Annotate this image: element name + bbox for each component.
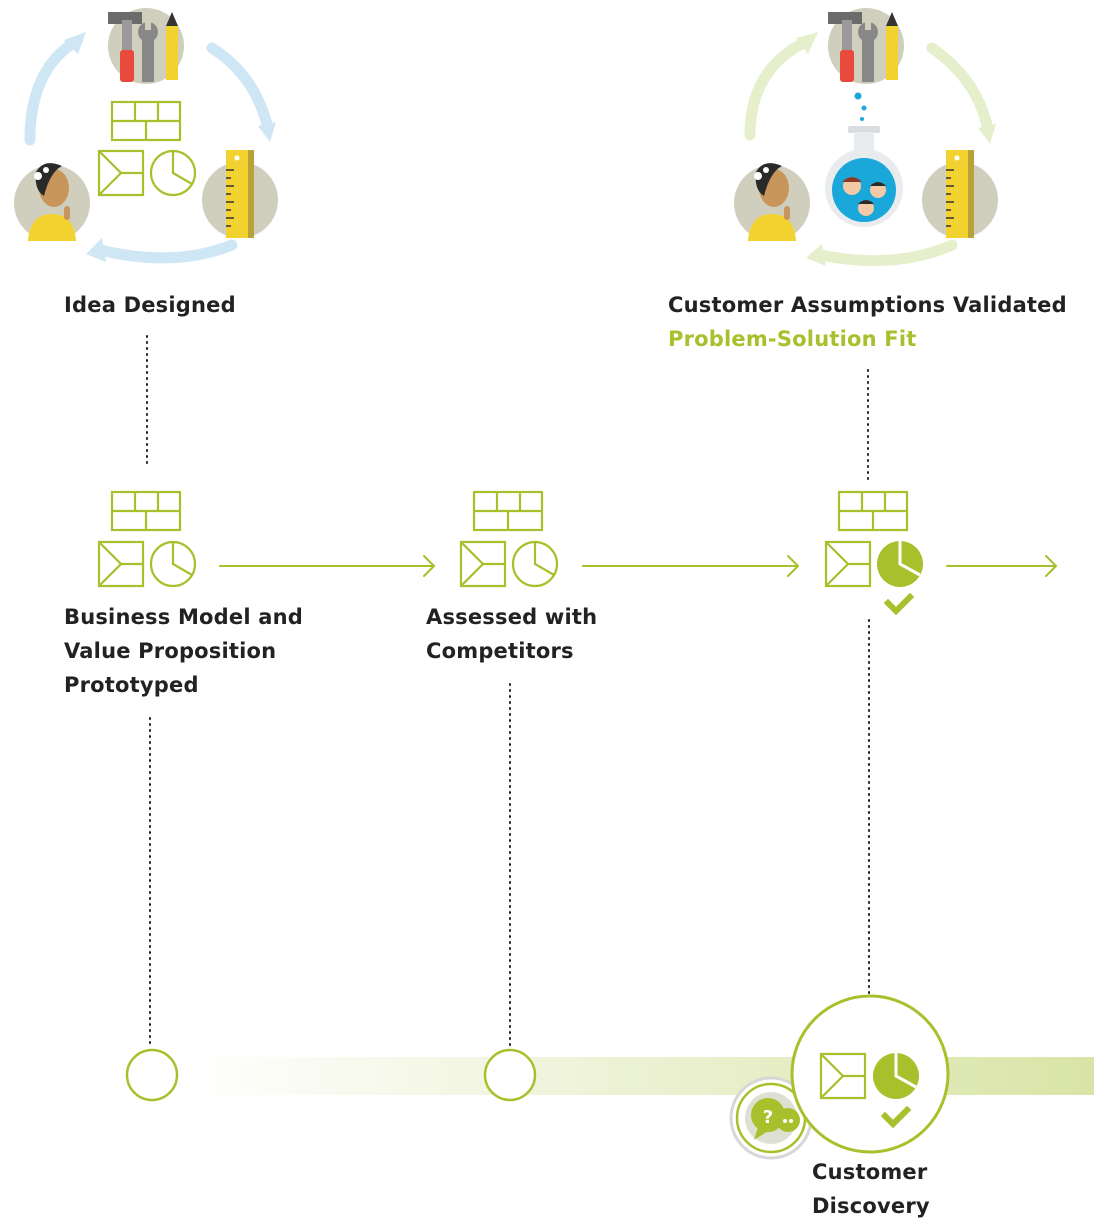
milestone-marker (125, 1048, 179, 1102)
cycle-arrow (926, 42, 994, 136)
cycle-arrow (94, 239, 238, 264)
stage-line: Assessed with (426, 605, 598, 629)
ruler-icon (922, 150, 998, 238)
milestone-marker (483, 1048, 537, 1102)
cycle-arrow (206, 42, 274, 134)
design-cycle-illustration (14, 8, 278, 264)
business-model-canvas-icon (97, 490, 197, 588)
check-icon (880, 1105, 912, 1129)
stage-title: Customer Assumptions Validated (668, 293, 1067, 317)
stage-line: Value Proposition (64, 639, 277, 663)
progress-band (180, 1057, 1094, 1095)
hammer-wrench-pencil-icon (828, 8, 904, 84)
flask-icon (825, 92, 903, 227)
stage-line: Discovery (812, 1194, 930, 1218)
check-icon (883, 592, 915, 616)
stage-line: Business Model and (64, 605, 304, 629)
stage-title-bm-prototyped: Business Model and Value Proposition Pro… (64, 600, 303, 702)
cycle-arrow (24, 36, 81, 146)
hammer-wrench-pencil-icon (108, 8, 184, 84)
arrow-icon (946, 555, 1057, 577)
stage-title-assessed: Assessed with Competitors (426, 600, 597, 668)
stage-title-assumptions-validated: Customer Assumptions Validated Problem-S… (668, 288, 1067, 356)
arrow-icon (582, 555, 799, 577)
chat-question-icon: ? (729, 1076, 813, 1160)
stage-subtitle: Problem-Solution Fit (668, 327, 917, 351)
cycle-arrow (744, 36, 811, 141)
stage-title-idea-designed: Idea Designed (64, 293, 236, 317)
chat-badge-text: ? (763, 1107, 773, 1128)
cycle-arrow (814, 239, 958, 267)
business-model-canvas-icon (97, 100, 197, 197)
stage-title-customer-discovery: Customer Discovery (812, 1155, 930, 1223)
stage-line: Prototyped (64, 673, 199, 697)
arrow-icon (219, 555, 435, 577)
thinking-person-icon (14, 163, 90, 241)
validated-canvas-icon (824, 490, 923, 616)
stage-line: Competitors (426, 639, 574, 663)
validation-cycle-illustration (734, 8, 998, 267)
thinking-person-icon (734, 163, 810, 241)
stage-line: Customer (812, 1160, 928, 1184)
ruler-icon (202, 150, 278, 238)
customer-discovery-marker: ? (729, 994, 950, 1160)
business-model-canvas-icon (459, 490, 559, 588)
